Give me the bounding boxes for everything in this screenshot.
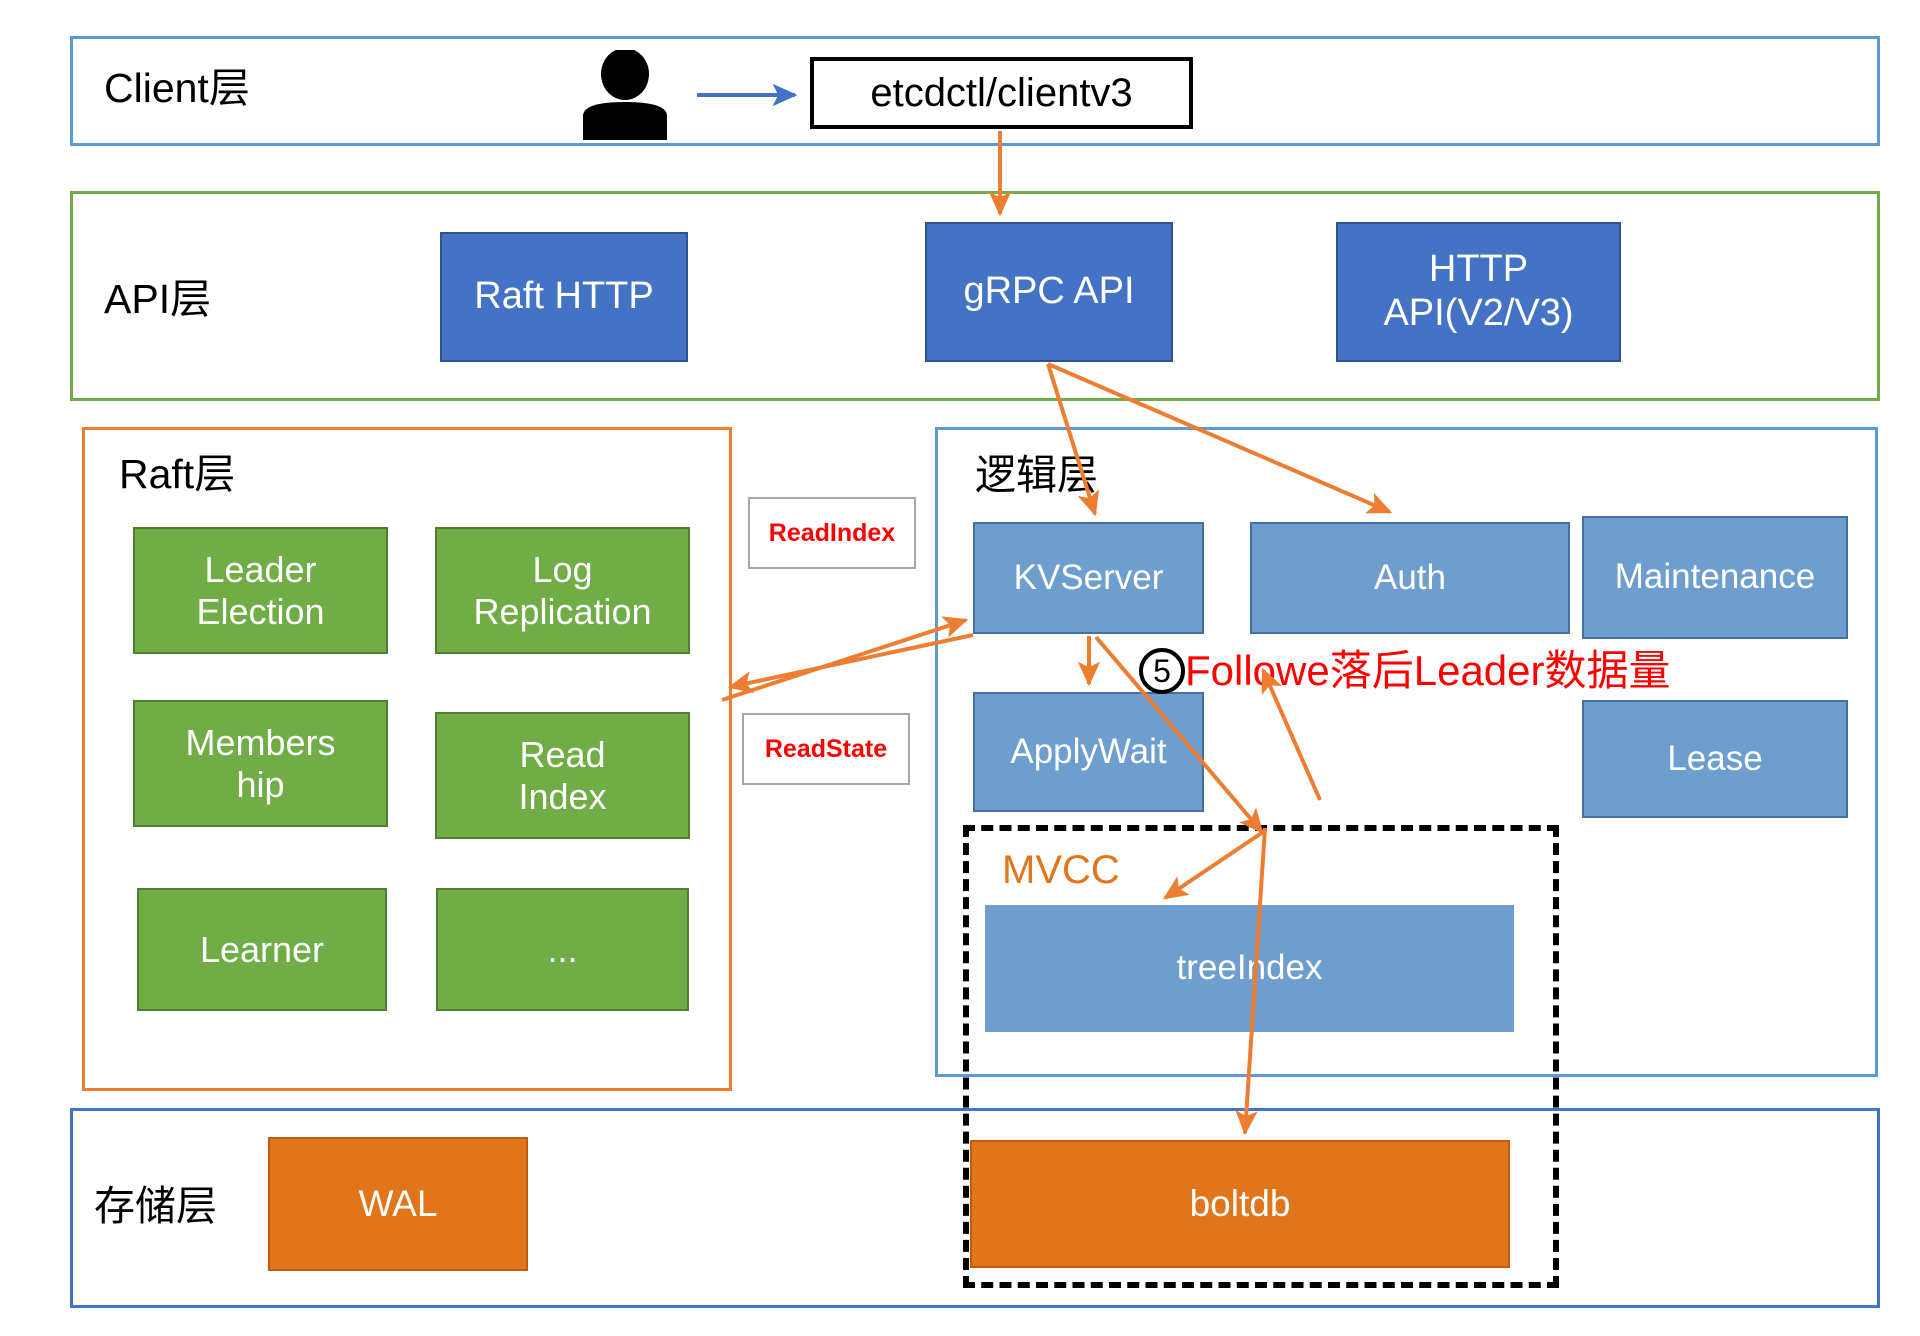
annotation-follower-lag-text: Followe落后Leader数据量 — [1185, 647, 1671, 694]
layer-logic — [935, 427, 1878, 1077]
node-ellipsis[interactable]: ... — [436, 888, 689, 1011]
layer-raft-label: Raft层 — [119, 451, 236, 497]
node-auth[interactable]: Auth — [1250, 522, 1570, 634]
annotation-marker-5: 5 — [1139, 648, 1185, 694]
node-kvserver[interactable]: KVServer — [973, 522, 1204, 634]
layer-logic-label: 逻辑层 — [975, 452, 1098, 498]
arrow-raft-to-kvserver — [721, 616, 969, 702]
node-treeindex[interactable]: treeIndex — [985, 905, 1514, 1032]
person-icon — [575, 48, 675, 140]
node-wal[interactable]: WAL — [268, 1137, 528, 1271]
node-applywait[interactable]: ApplyWait — [973, 692, 1204, 812]
tag-read-index: ReadIndex — [748, 497, 916, 569]
layer-client-label: Client层 — [104, 65, 250, 111]
node-read-index[interactable]: Read Index — [435, 712, 690, 839]
node-log-replication[interactable]: Log Replication — [435, 527, 690, 654]
node-maintenance[interactable]: Maintenance — [1582, 516, 1848, 639]
layer-storage — [70, 1108, 1880, 1308]
layer-api-label: API层 — [104, 276, 212, 322]
mvcc-label: MVCC — [1002, 848, 1120, 892]
node-leader-election[interactable]: Leader Election — [133, 527, 388, 654]
node-raft-http[interactable]: Raft HTTP — [440, 232, 688, 362]
layer-storage-label: 存储层 — [94, 1183, 217, 1229]
node-lease[interactable]: Lease — [1582, 700, 1848, 818]
node-http-api-v2-v3[interactable]: HTTP API(V2/V3) — [1336, 222, 1621, 362]
node-membership[interactable]: Members hip — [133, 700, 388, 827]
node-etcdctl-clientv3[interactable]: etcdctl/clientv3 — [810, 57, 1193, 129]
layer-client — [70, 36, 1880, 146]
tag-read-state: ReadState — [742, 713, 910, 785]
node-grpc-api[interactable]: gRPC API — [925, 222, 1173, 362]
layer-api — [70, 191, 1880, 401]
layer-raft — [82, 427, 732, 1091]
node-learner[interactable]: Learner — [137, 888, 387, 1011]
node-boltdb[interactable]: boltdb — [970, 1140, 1510, 1268]
